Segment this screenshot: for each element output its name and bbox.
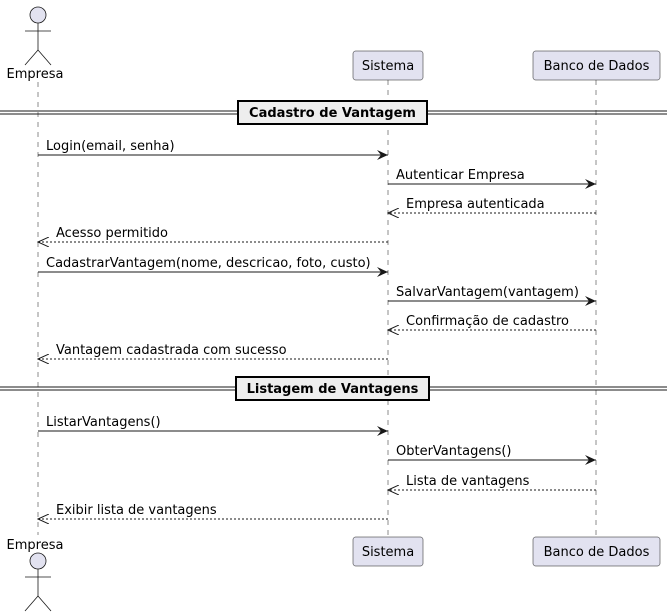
message-label: ObterVantagens() (396, 444, 511, 459)
message-label: Confirmação de cadastro (406, 314, 569, 329)
message-label: CadastrarVantagem(nome, descricao, foto,… (46, 256, 371, 271)
participant-banco-top: Banco de Dados (532, 50, 661, 81)
participant-sistema-label-top: Sistema (362, 59, 414, 74)
message-label: Acesso permitido (56, 226, 168, 241)
message-label: Login(email, senha) (46, 139, 175, 154)
message-label: Autenticar Empresa (396, 168, 525, 183)
message-label: Empresa autenticada (406, 197, 545, 212)
actor-label-top: Empresa (7, 67, 64, 82)
participant-banco-label-top: Banco de Dados (544, 59, 650, 74)
section-title: Cadastro de Vantagem (249, 106, 416, 121)
actor-figure-icon (24, 552, 52, 612)
actor-top: Empresa (7, 6, 64, 82)
messages: Login(email, senha) Autenticar EmpresaEmp… (38, 139, 596, 519)
section-separator-listagem: Listagem de Vantagens (0, 376, 667, 401)
message-label: Vantagem cadastrada com sucesso (56, 343, 287, 358)
actor-label-bottom: Empresa (7, 538, 64, 553)
section-separator-cadastro: Cadastro de Vantagem (0, 100, 667, 125)
actor-bottom: Empresa (7, 538, 64, 612)
message-label: ListarVantagens() (46, 415, 161, 430)
message-label: Exibir lista de vantagens (56, 503, 217, 518)
participant-sistema-label-bottom: Sistema (362, 545, 414, 560)
participant-banco-bottom: Banco de Dados (532, 536, 661, 567)
participant-sistema-top: Sistema (352, 50, 424, 81)
message-label: Lista de vantagens (406, 474, 530, 489)
section-title: Listagem de Vantagens (247, 382, 419, 397)
actor-figure-icon (24, 6, 52, 66)
participant-sistema-bottom: Sistema (352, 536, 424, 567)
message-label: SalvarVantagem(vantagem) (396, 285, 579, 300)
participant-banco-label-bottom: Banco de Dados (544, 545, 650, 560)
